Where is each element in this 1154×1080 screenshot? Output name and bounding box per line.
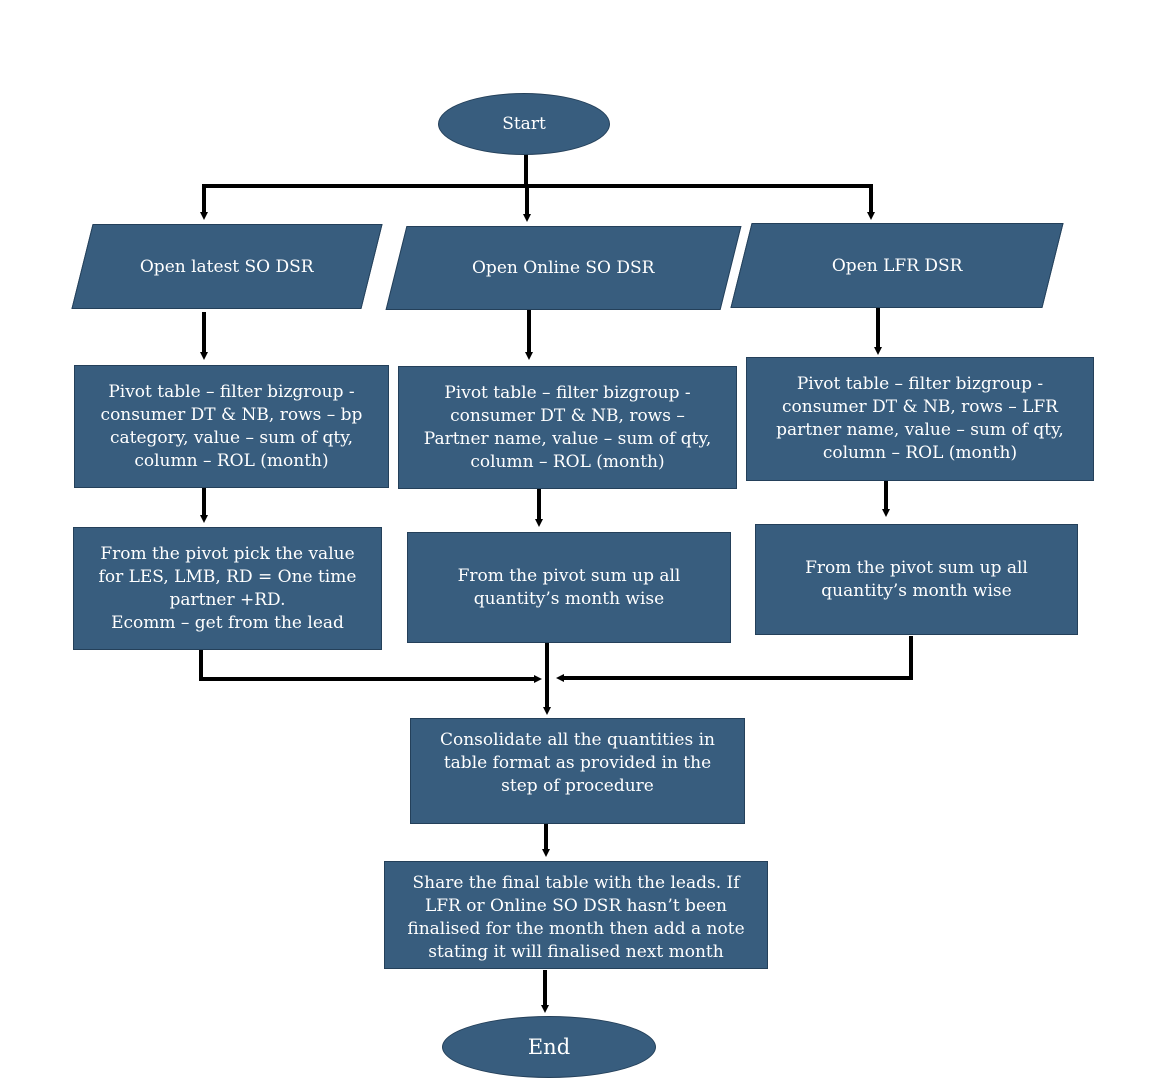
sum-lfr-label: From the pivot sum up all quantity’s mon… — [805, 557, 1028, 601]
arrow-so-to-merge — [199, 650, 542, 683]
pivot-lfr-label: Pivot table – filter bizgroup - consumer… — [776, 374, 1064, 463]
start-node: Start — [438, 93, 610, 155]
share-label: Share the final table with the leads. If… — [407, 873, 745, 962]
open-lfr-dsr-label: Open LFR DSR — [831, 255, 963, 276]
end-node: End — [442, 1016, 656, 1078]
consolidate-node: Consolidate all the quantities in table … — [410, 718, 745, 824]
open-online-so-dsr-node: Open Online SO DSR — [385, 226, 742, 310]
sum-online-node: From the pivot sum up all quantity’s mon… — [407, 532, 731, 643]
open-latest-so-dsr-label: Open latest SO DSR — [140, 256, 314, 277]
pivot-online-label: Pivot table – filter bizgroup - consumer… — [423, 382, 712, 472]
consolidate-label: Consolidate all the quantities in table … — [439, 730, 716, 796]
pivot-online-node: Pivot table – filter bizgroup - consumer… — [398, 366, 737, 489]
pivot-so-node: Pivot table – filter bizgroup - consumer… — [74, 365, 389, 488]
arrow-lfr-to-merge — [556, 636, 913, 682]
start-label: Start — [502, 114, 546, 134]
open-latest-so-dsr-node: Open latest SO DSR — [71, 224, 383, 309]
share-node: Share the final table with the leads. If… — [384, 861, 768, 969]
sum-online-label: From the pivot sum up all quantity’s mon… — [457, 565, 681, 609]
pivot-so-label: Pivot table – filter bizgroup - consumer… — [100, 381, 363, 471]
pick-value-so-node: From the pivot pick the value for LES, L… — [73, 527, 382, 650]
pivot-lfr-node: Pivot table – filter bizgroup - consumer… — [746, 357, 1094, 481]
open-lfr-dsr-node: Open LFR DSR — [730, 223, 1064, 308]
end-label: End — [527, 1035, 571, 1059]
sum-lfr-node: From the pivot sum up all quantity’s mon… — [755, 524, 1078, 635]
open-online-so-dsr-label: Open Online SO DSR — [472, 258, 655, 278]
pick-value-so-label: From the pivot pick the value for LES, L… — [98, 543, 357, 633]
